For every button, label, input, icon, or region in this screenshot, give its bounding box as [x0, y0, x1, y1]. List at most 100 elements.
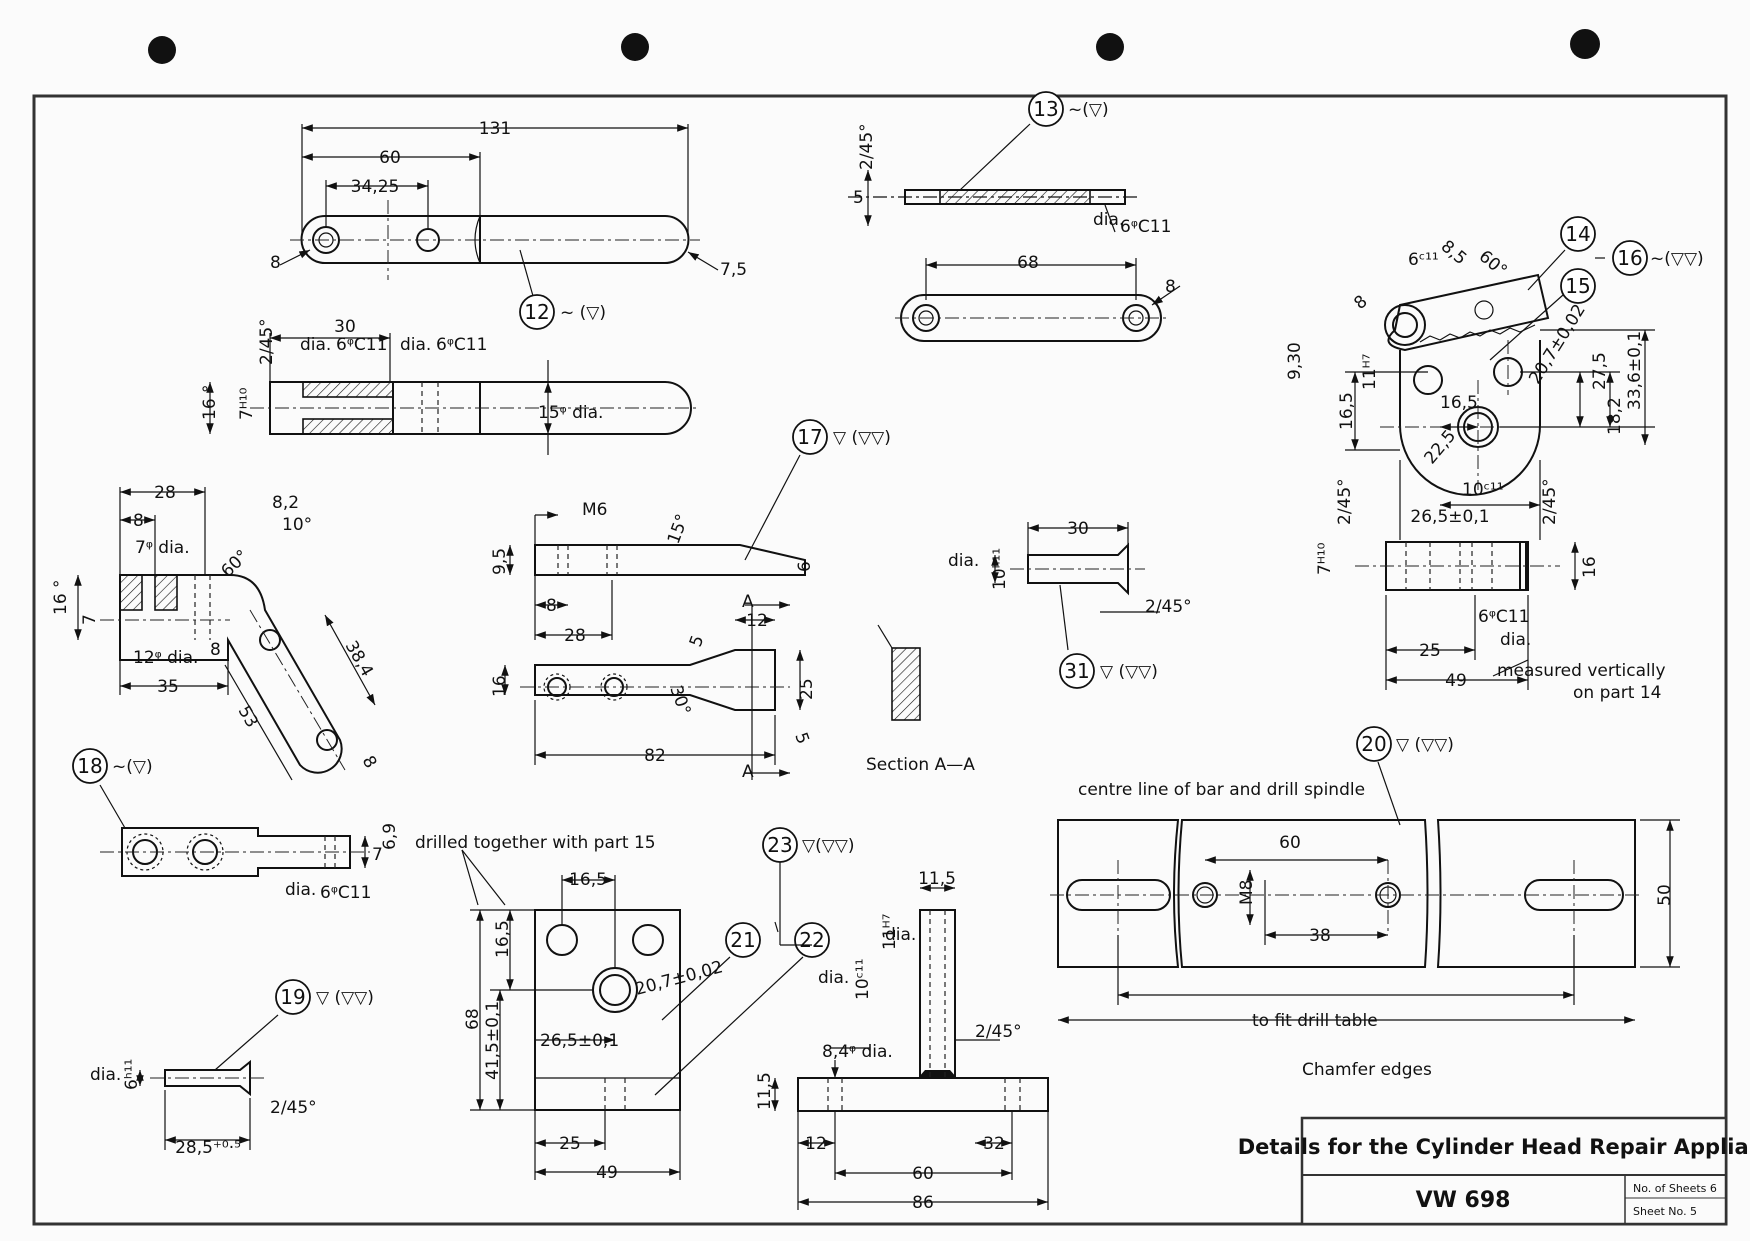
p18a-dim-8b: 8: [210, 640, 221, 660]
title-block-sheet-no: Sheet No. 5: [1633, 1205, 1697, 1218]
p17-dim-30deg: 30°: [665, 683, 694, 718]
p20-dim-60: 60: [1279, 833, 1301, 853]
svg-text:~(▽▽): ~(▽▽): [1650, 249, 1704, 269]
section-aa-drawing: [877, 624, 921, 721]
svg-text:15: 15: [1565, 274, 1590, 298]
part-20-drawing: [1050, 819, 1680, 1024]
part-18-lever-drawing: [74, 487, 376, 781]
p16-dim-dia: dia.: [1500, 630, 1531, 650]
p17-dim-5: 5: [686, 633, 708, 650]
part-12-drawing: [206, 124, 719, 455]
p16-dim-49: 49: [1445, 671, 1467, 691]
p21-dim-165-v: 16,5: [493, 920, 513, 958]
p16-note-on-part: on part 14: [1573, 683, 1661, 703]
drawing-border: [32, 94, 1728, 1226]
p12-dim-chamfer: 2/45°: [257, 318, 277, 365]
title-block-drawing-no: VW 698: [1416, 1188, 1511, 1213]
p12-dim-8: 8: [270, 253, 281, 273]
p16-dim-930: 9,30: [1285, 342, 1305, 380]
note-drilled-together: drilled together with part 15: [415, 833, 656, 853]
svg-text:18: 18: [77, 754, 102, 778]
svg-text:~ (▽): ~ (▽): [560, 303, 606, 323]
p19-dim-6h11: 6ʰ¹¹: [122, 1059, 142, 1090]
part-20-balloon: 20 ▽ (▽▽): [1356, 726, 1454, 826]
p23-dim-10c11: 10ᶜ¹¹: [853, 958, 873, 1000]
section-marker-a-top: A: [742, 592, 754, 612]
p18a-dim-10deg: 10°: [282, 515, 312, 535]
p23-dim-60: 60: [912, 1164, 934, 1184]
title-block-title: Details for the Cylinder Head Repair App…: [1238, 1135, 1750, 1159]
section-marker-a-bottom: A: [742, 762, 754, 782]
part-12-balloon: 12 ~ (▽): [519, 249, 606, 330]
p18a-dim-384: 38,4: [341, 638, 377, 681]
p31-dim-10h11: 10ʰ¹¹: [990, 548, 1010, 590]
svg-text:17: 17: [797, 425, 822, 449]
p17-dim-m6: M6: [582, 500, 607, 520]
part-18-balloon: 18 ~(▽): [72, 748, 153, 829]
p16-dim-10c11: 10ᶜ¹¹: [1462, 480, 1504, 500]
p16-dim-7h10: 7ᴴ¹⁰: [1315, 542, 1335, 575]
p23-dim-11h7: 11ᴴ⁷: [880, 913, 900, 950]
p16-dim-165-v: 16,5: [1337, 392, 1357, 430]
title-block-sheets: No. of Sheets 6: [1633, 1182, 1717, 1195]
punch-holes: [148, 29, 1600, 64]
p18a-dim-12dia: 12ᵠ dia.: [133, 648, 198, 668]
p16-dim-275: 27,5: [1590, 352, 1610, 390]
part-14-balloon: 14: [1527, 216, 1596, 291]
p21-dim-25: 25: [559, 1134, 581, 1154]
svg-text:14: 14: [1565, 222, 1590, 246]
p13-dim-5: 5: [853, 188, 864, 208]
svg-text:~(▽): ~(▽): [112, 757, 153, 777]
p20-dim-m8: M8: [1237, 880, 1257, 905]
p17-dim-15deg: 15°: [664, 512, 693, 547]
p18b-dim-6c11: 6ᵠC11: [320, 883, 371, 903]
svg-text:13: 13: [1033, 97, 1058, 121]
part-18-plate-drawing: [100, 827, 370, 877]
p18a-dim-7dia: 7ᵠ dia.: [135, 538, 190, 558]
p23-dim-32: 32: [983, 1134, 1005, 1154]
svg-text:12: 12: [524, 300, 549, 324]
part-16-balloon: 16 ~(▽▽): [1595, 240, 1704, 276]
svg-text:~(▽): ~(▽): [1068, 100, 1109, 120]
svg-text:▽ (▽▽): ▽ (▽▽): [1100, 662, 1158, 682]
part-31-balloon: 31 ▽ (▽▽): [1059, 584, 1158, 689]
p21-dim-68: 68: [463, 1008, 483, 1030]
p21-dim-415: 41,5±0,1: [483, 1001, 503, 1080]
p16-dim-6c11: 6ᶜ¹¹: [1408, 250, 1439, 270]
svg-text:20: 20: [1361, 732, 1386, 756]
svg-text:31: 31: [1064, 659, 1089, 683]
p13-dim-8: 8: [1165, 277, 1176, 297]
p20-dim-38: 38: [1309, 926, 1331, 946]
svg-text:▽ (▽▽): ▽ (▽▽): [1396, 735, 1454, 755]
p19-dim-dia: dia.: [90, 1065, 121, 1085]
part-13-balloon: 13 ~(▽): [959, 91, 1109, 191]
p18a-dim-53: 53: [234, 703, 262, 732]
part-16-drawing: [1345, 273, 1655, 690]
p23-dim-115-top: 11,5: [918, 869, 956, 889]
p17-dim-8: 8: [546, 596, 557, 616]
p18a-dim-82: 8,2: [272, 493, 299, 513]
p17-dim-28: 28: [564, 626, 586, 646]
p16-dim-85: 8,5: [1437, 237, 1471, 270]
section-aa-label: Section A—A: [866, 755, 975, 775]
p18a-dim-8b2: 8: [358, 753, 381, 772]
p16-dim-165-h: 16,5: [1440, 393, 1478, 413]
p16-dim-60deg: 60°: [1475, 247, 1511, 282]
p23-dim-dia-b: dia.: [818, 968, 849, 988]
p16-dim-245-left: 2/45°: [1335, 478, 1355, 525]
p18a-dim-60deg: 60°: [217, 546, 252, 581]
p16-dim-11h7: 11ᴴ⁷: [1360, 353, 1380, 390]
p16-dim-265: 26,5±0,1: [1410, 507, 1489, 527]
p17-dim-82: 82: [644, 746, 666, 766]
part-22-balloon: 22: [654, 922, 830, 1096]
p12-dim-3425: 34,25: [351, 177, 400, 197]
part-21-drawing: [461, 849, 681, 1180]
p19-dim-245: 2/45°: [270, 1098, 317, 1118]
p13-dim-chamfer: 2/45°: [857, 123, 877, 170]
p12-dim-75: 7,5: [720, 260, 747, 280]
svg-text:22: 22: [799, 928, 824, 952]
p16-dim-336: 33,6±0,1: [1625, 331, 1645, 410]
svg-text:▽ (▽▽): ▽ (▽▽): [833, 428, 891, 448]
p17-dim-12: 12: [746, 611, 768, 631]
